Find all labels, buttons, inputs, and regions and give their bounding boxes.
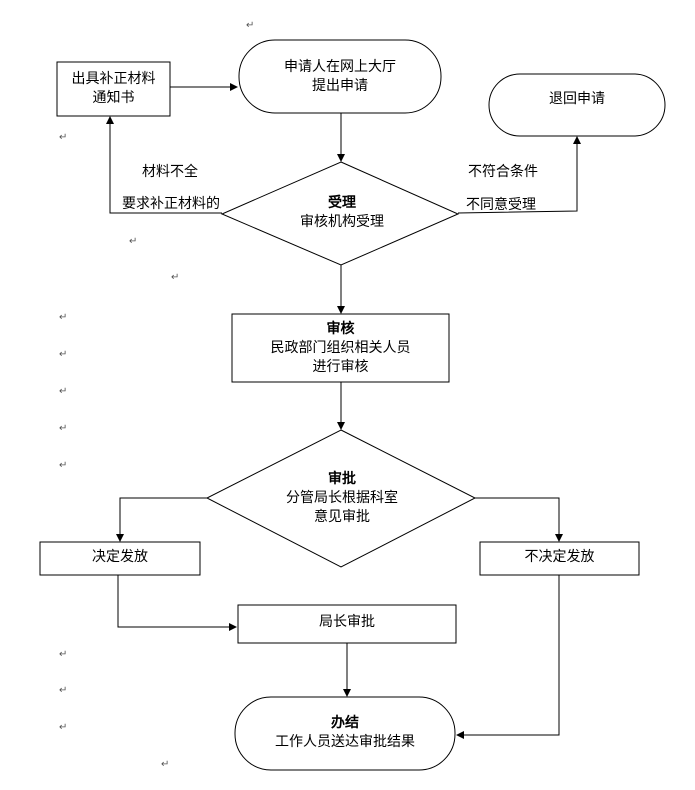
approve-line1: 分管局长根据科室	[286, 489, 398, 506]
review-line2: 进行审核	[312, 358, 369, 375]
node-accept: 受理 审核机构受理	[262, 190, 422, 236]
paragraph-mark: ↵	[59, 460, 68, 471]
paragraph-mark: ↵	[59, 423, 68, 434]
paragraph-mark: ↵	[246, 20, 255, 31]
paragraph-mark: ↵	[171, 272, 180, 283]
paragraph-mark: ↵	[59, 132, 68, 143]
edge-accept-reject	[457, 136, 581, 214]
approve-line2: 意见审批	[314, 508, 370, 525]
paragraph-mark: ↵	[59, 722, 68, 733]
node-reject: 退回申请	[489, 74, 665, 124]
paragraph-mark: ↵	[59, 312, 68, 323]
decide-yes-label: 决定发放	[92, 548, 148, 565]
director-label: 局长审批	[319, 613, 375, 630]
review-line1: 民政部门组织相关人员	[270, 339, 411, 356]
finish-shape	[234, 696, 456, 771]
edge-no-finish	[456, 575, 560, 739]
edge-accept-notice	[106, 116, 222, 214]
node-approve: 审批 分管局长根据科室 意见审批	[252, 466, 432, 530]
paragraph-mark: ↵	[129, 236, 138, 247]
node-finish: 办结 工作人员送达审批结果	[235, 708, 455, 758]
finish-title: 办结	[331, 715, 359, 731]
apply-line2: 提出申请	[312, 77, 368, 94]
node-notice: 出具补正材料 通知书	[57, 62, 170, 116]
paragraph-mark: ↵	[59, 349, 68, 360]
edge-approve-no	[475, 497, 563, 542]
apply-line1: 申请人在网上大厅	[284, 58, 396, 75]
apply-shape	[238, 39, 442, 114]
label-incomplete: 材料不全	[142, 164, 198, 180]
decide-no-label: 不决定发放	[524, 548, 595, 565]
accept-title: 受理	[328, 195, 356, 211]
paragraph-mark: ↵	[59, 685, 68, 696]
approve-shape	[205, 429, 477, 568]
node-decide-yes: 决定发放	[40, 542, 200, 572]
notice-line1: 出具补正材料	[71, 71, 156, 87]
edge-approve-yes	[116, 497, 207, 542]
notice-line2: 通知书	[92, 90, 135, 106]
node-review: 审核 民政部门组织相关人员 进行审核	[232, 314, 449, 382]
approve-title: 审批	[328, 470, 356, 487]
node-decide-no: 不决定发放	[480, 542, 639, 572]
node-director: 局长审批	[238, 605, 456, 639]
label-not-qualified: 不符合条件	[468, 164, 538, 180]
label-not-accepted: 不同意受理	[466, 197, 536, 213]
decide-yes-shape	[39, 541, 201, 576]
reject-label: 退回申请	[549, 90, 605, 107]
edge-yes-director	[117, 575, 237, 631]
accept-body: 审核机构受理	[300, 214, 384, 230]
node-apply: 申请人在网上大厅 提出申请	[239, 40, 441, 113]
review-title: 审核	[326, 320, 355, 337]
paragraph-mark: ↵	[161, 759, 170, 770]
finish-body: 工作人员送达审批结果	[275, 734, 415, 750]
label-need-supplement: 要求补正材料的	[122, 196, 220, 212]
paragraph-mark: ↵	[59, 386, 68, 397]
paragraph-mark: ↵	[59, 649, 68, 660]
